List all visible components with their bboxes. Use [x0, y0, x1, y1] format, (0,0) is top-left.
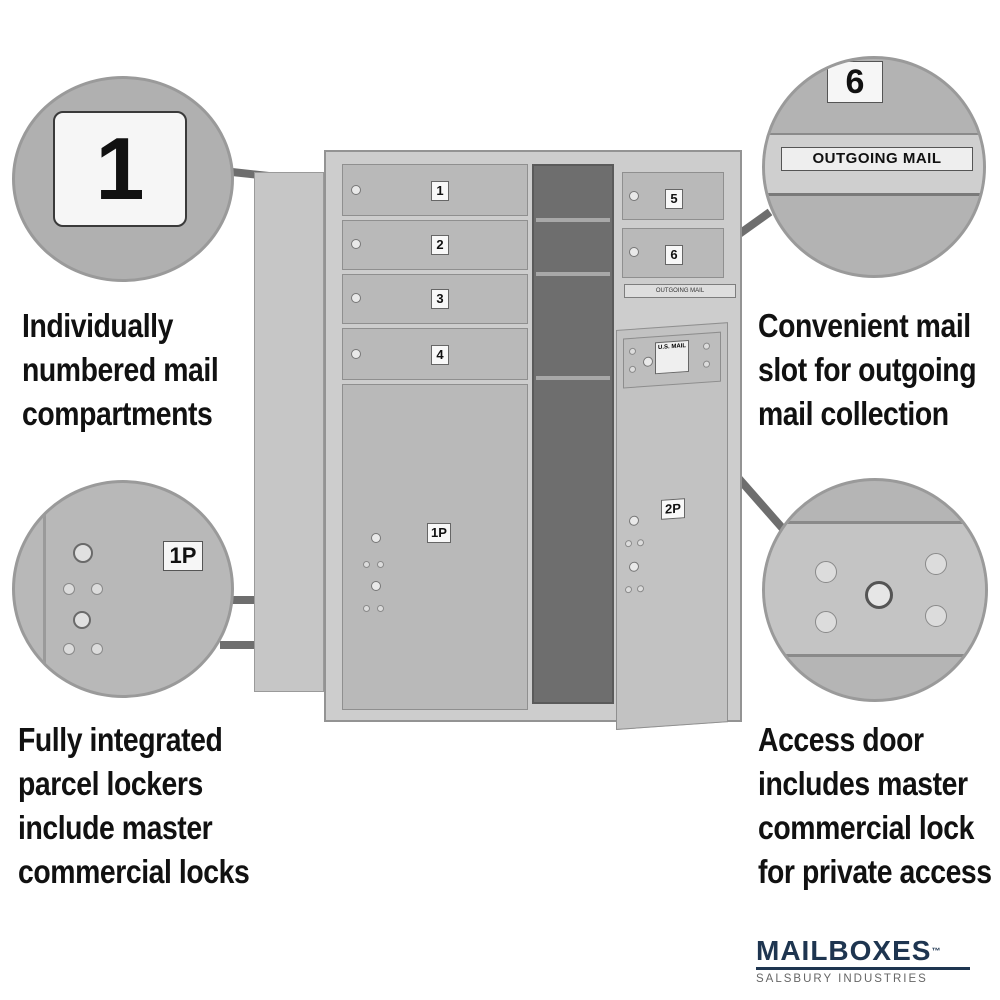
lock-icon [371, 581, 381, 591]
trademark: ™ [931, 946, 942, 956]
brand-name: MAILBOXES™ [756, 936, 976, 966]
door-number: 4 [431, 345, 449, 365]
caption-outgoing: Convenient mail slot for outgoing mail c… [758, 304, 977, 436]
caption-compartments: Individually numbered mail compartments [22, 304, 219, 436]
outgoing-label: OUTGOING MAIL [781, 147, 973, 171]
parcel-lock-icon [73, 611, 91, 629]
lock-icon [629, 515, 639, 527]
door-number: 1 [431, 181, 449, 201]
rivet-icon [637, 585, 644, 593]
lock-icon [629, 561, 639, 573]
caption-line: parcel lockers [18, 765, 203, 802]
lock-icon [351, 293, 361, 303]
rivet-icon [63, 583, 75, 595]
mail-door-1[interactable]: 1 [342, 164, 528, 216]
brand-subtitle: SALSBURY INDUSTRIES [756, 973, 928, 985]
mail-door-3[interactable]: 3 [342, 274, 528, 324]
parcel-number: 1P [427, 523, 451, 543]
mailbox-unit: 1 2 3 4 1P 5 6 OUTGOING MAIL U.S. MAIL [254, 150, 744, 730]
caption-line: Individually [22, 307, 173, 344]
zoom-outgoing-slot: 6 OUTGOING MAIL [762, 56, 986, 278]
mail-door-4[interactable]: 4 [342, 328, 528, 380]
rivet-icon [363, 561, 370, 568]
parcel-lock-icon [73, 543, 93, 563]
zoom-parcel-locker: 1P [12, 480, 234, 698]
interior-shelf [536, 218, 610, 222]
caption-line: include master [18, 809, 213, 846]
interior-shelf [536, 376, 610, 380]
outgoing-mail-slot[interactable]: OUTGOING MAIL [624, 284, 736, 298]
lock-icon [629, 191, 639, 201]
door-number: 6 [665, 245, 683, 265]
mailbox-interior [532, 164, 614, 704]
mailbox-side-panel [254, 172, 324, 692]
caption-line: slot for outgoing [758, 351, 977, 388]
rivet-icon [625, 539, 632, 548]
brand-divider [756, 967, 970, 970]
lock-icon [351, 239, 361, 249]
caption-parcel: Fully integrated parcel lockers include … [18, 718, 250, 894]
lock-icon [351, 185, 361, 195]
rivet-icon [637, 539, 644, 547]
caption-line: numbered mail [22, 351, 219, 388]
interior-shelf [536, 272, 610, 276]
caption-access: Access door includes master commercial l… [758, 718, 992, 894]
brand-logo: MAILBOXES™ SALSBURY INDUSTRIES [756, 936, 976, 985]
parcel-number: 2P [661, 498, 685, 520]
door-number: 2 [431, 235, 449, 255]
rivet-icon [815, 561, 837, 583]
brand-name-text: MAILBOXES [756, 935, 932, 966]
usmail-label: U.S. MAIL [655, 339, 689, 375]
master-lock-icon [865, 581, 893, 609]
caption-line: Convenient mail [758, 307, 971, 344]
compartment-number-tag: 1 [53, 111, 187, 227]
parcel-door-edge [43, 483, 46, 695]
rivet-icon [91, 643, 103, 655]
mail-door-2[interactable]: 2 [342, 220, 528, 270]
rivet-icon [363, 605, 370, 612]
zoom-access-door-lock [762, 478, 988, 702]
parcel-locker-1p[interactable]: 1P [342, 384, 528, 710]
outgoing-number-tag: 6 [827, 61, 883, 103]
access-door[interactable]: U.S. MAIL 2P [616, 322, 728, 730]
zoom-compartment-number: 1 [12, 76, 234, 282]
mail-door-6[interactable]: 6 [622, 228, 724, 278]
rivet-icon [91, 583, 103, 595]
caption-line: for private access [758, 853, 992, 890]
caption-line: commercial locks [18, 853, 250, 890]
rivet-icon [815, 611, 837, 633]
caption-line: Fully integrated [18, 721, 223, 758]
lock-icon [629, 247, 639, 257]
door-number: 3 [431, 289, 449, 309]
caption-line: Access door [758, 721, 924, 758]
mail-door-5[interactable]: 5 [622, 172, 724, 220]
caption-line: mail collection [758, 395, 949, 432]
door-number: 5 [665, 189, 683, 209]
caption-line: commercial lock [758, 809, 974, 846]
lock-icon [351, 349, 361, 359]
lock-icon [371, 533, 381, 543]
rivet-icon [925, 553, 947, 575]
rivet-icon [63, 643, 75, 655]
rivet-icon [925, 605, 947, 627]
parcel-label-tag: 1P [163, 541, 203, 571]
caption-line: includes master [758, 765, 968, 802]
caption-line: compartments [22, 395, 213, 432]
rivet-icon [377, 561, 384, 568]
rivet-icon [625, 585, 632, 594]
rivet-icon [377, 605, 384, 612]
